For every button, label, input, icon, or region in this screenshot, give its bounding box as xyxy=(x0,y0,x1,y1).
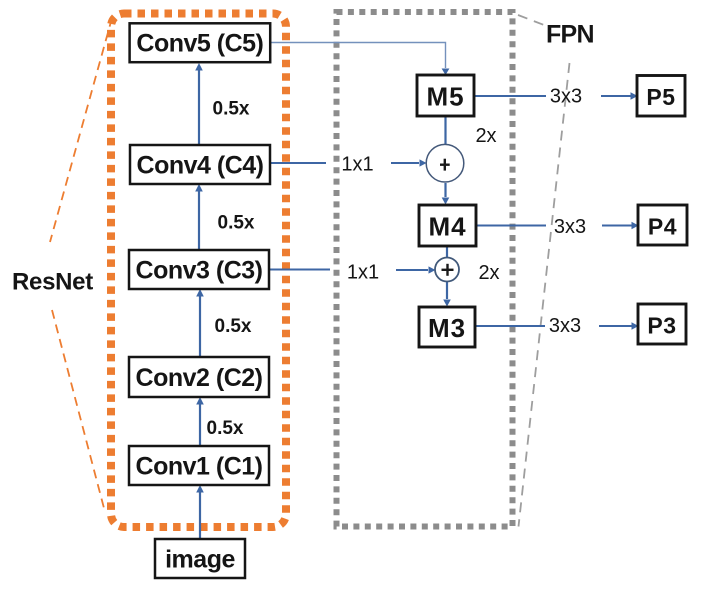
svg-text:0.5x: 0.5x xyxy=(218,213,255,234)
svg-text:2x: 2x xyxy=(478,262,499,284)
svg-text:Conv1 (C1): Conv1 (C1) xyxy=(136,453,263,481)
svg-text:3x3: 3x3 xyxy=(554,216,586,238)
svg-text:0.5x: 0.5x xyxy=(207,418,244,439)
svg-text:3x3: 3x3 xyxy=(550,86,582,108)
svg-text:ResNet: ResNet xyxy=(12,269,93,296)
svg-text:1x1: 1x1 xyxy=(341,154,373,176)
svg-text:P5: P5 xyxy=(646,84,675,110)
svg-text:Conv2 (C2): Conv2 (C2) xyxy=(136,364,263,392)
svg-text:image: image xyxy=(165,546,235,574)
svg-text:M4: M4 xyxy=(428,212,466,242)
svg-text:Conv5 (C5): Conv5 (C5) xyxy=(136,30,263,58)
svg-text:3x3: 3x3 xyxy=(549,315,581,337)
svg-text:P3: P3 xyxy=(647,313,676,339)
svg-text:M5: M5 xyxy=(426,82,464,112)
svg-text:Conv4 (C4): Conv4 (C4) xyxy=(137,152,264,180)
svg-text:Conv3 (C3): Conv3 (C3) xyxy=(136,257,263,285)
svg-text:1x1: 1x1 xyxy=(347,262,379,284)
svg-text:M3: M3 xyxy=(428,313,466,343)
svg-text:2x: 2x xyxy=(475,125,496,147)
svg-text:P4: P4 xyxy=(648,214,677,240)
svg-text:0.5x: 0.5x xyxy=(215,316,252,337)
svg-text:0.5x: 0.5x xyxy=(213,99,250,120)
svg-text:FPN: FPN xyxy=(546,20,594,48)
